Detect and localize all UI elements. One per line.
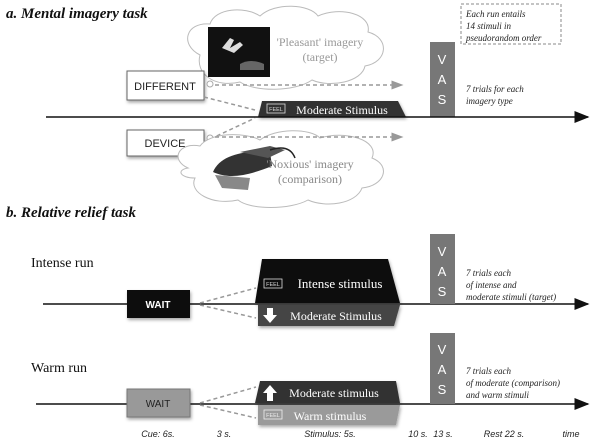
label-3s: 3 s. bbox=[217, 429, 232, 439]
svg-text:WAIT: WAIT bbox=[146, 399, 171, 410]
svg-text:DEVICE: DEVICE bbox=[145, 138, 186, 150]
warm-run-stimuli: Moderate stimulus FEEL Warm stimulus bbox=[255, 381, 400, 425]
wait-warm: WAIT bbox=[126, 388, 191, 418]
svg-text:V: V bbox=[438, 342, 447, 357]
wait-intense: WAIT bbox=[127, 290, 190, 318]
trials-note-warm-2: of moderate (comparison) bbox=[466, 378, 560, 388]
svg-text:'Noxious' imagery: 'Noxious' imagery bbox=[266, 157, 353, 171]
label-time: time bbox=[562, 429, 579, 439]
label-rest: Rest 22 s. bbox=[484, 429, 525, 439]
trials-note-warm: 7 trials each bbox=[466, 366, 511, 376]
intense-run-stimuli: FEEL Intense stimulus Moderate Stimulus bbox=[255, 259, 400, 326]
timeline-labels: Cue: 6s. 3 s. Stimulus: 5s. 10 s. 13 s. … bbox=[141, 429, 579, 439]
cue-different: DIFFERENT bbox=[126, 70, 214, 101]
svg-text:Each run entails: Each run entails bbox=[465, 9, 526, 19]
intense-run-label: Intense run bbox=[31, 256, 94, 271]
warm-run-label: Warm run bbox=[31, 361, 87, 376]
label-cue: Cue: 6s. bbox=[141, 429, 175, 439]
svg-text:A: A bbox=[438, 264, 447, 279]
label-13s: 13 s. bbox=[433, 429, 453, 439]
svg-text:S: S bbox=[438, 92, 447, 107]
pleasant-imagery-cloud: 'Pleasant' imagery (target) bbox=[187, 5, 404, 90]
svg-text:S: S bbox=[438, 284, 447, 299]
svg-text:FEEL: FEEL bbox=[269, 107, 283, 113]
vas-a: V A S bbox=[430, 42, 455, 117]
svg-text:A: A bbox=[438, 72, 447, 87]
panel-b-title: b. Relative relief task bbox=[6, 205, 136, 221]
svg-text:DIFFERENT: DIFFERENT bbox=[134, 81, 196, 93]
trials-note-a-2: imagery type bbox=[466, 96, 513, 106]
svg-text:V: V bbox=[438, 244, 447, 259]
svg-text:'Pleasant' imagery: 'Pleasant' imagery bbox=[277, 35, 364, 49]
svg-text:Warm stimulus: Warm stimulus bbox=[294, 409, 367, 423]
trials-note-intense-2: of intense and bbox=[466, 280, 517, 290]
label-10s: 10 s. bbox=[408, 429, 428, 439]
svg-text:WAIT: WAIT bbox=[146, 300, 171, 311]
feel-icon bbox=[263, 278, 283, 289]
noxious-imagery-cloud: 'Noxious' imagery (comparison) bbox=[177, 130, 404, 208]
svg-text:(target): (target) bbox=[302, 50, 337, 64]
arrow-up-icon bbox=[263, 385, 277, 401]
svg-text:14 stimuli in: 14 stimuli in bbox=[466, 21, 512, 31]
label-stimulus: Stimulus: 5s. bbox=[304, 429, 356, 439]
vas-warm: V A S bbox=[430, 333, 455, 404]
vas-intense: V A S bbox=[430, 234, 455, 304]
svg-text:Moderate Stimulus: Moderate Stimulus bbox=[296, 103, 388, 117]
feel-icon bbox=[266, 103, 286, 114]
trials-note-a: 7 trials for each bbox=[466, 84, 524, 94]
trials-note-intense: 7 trials each bbox=[466, 268, 511, 278]
svg-text:Moderate Stimulus: Moderate Stimulus bbox=[290, 309, 382, 323]
stimulus-moderate-a: FEEL Moderate Stimulus bbox=[258, 101, 406, 117]
feel-icon bbox=[263, 409, 283, 420]
trials-note-intense-3: moderate stimuli (target) bbox=[466, 292, 556, 302]
svg-text:FEEL: FEEL bbox=[266, 282, 280, 288]
trials-note-warm-3: and warm stimuli bbox=[466, 390, 530, 400]
svg-text:S: S bbox=[438, 382, 447, 397]
svg-text:(comparison): (comparison) bbox=[278, 172, 342, 186]
svg-text:pseudorandom order: pseudorandom order bbox=[465, 33, 542, 43]
svg-text:V: V bbox=[438, 52, 447, 67]
svg-text:Moderate stimulus: Moderate stimulus bbox=[289, 386, 379, 400]
svg-text:FEEL: FEEL bbox=[266, 413, 280, 419]
note-box: Each run entails 14 stimuli in pseudoran… bbox=[460, 3, 562, 45]
svg-text:Intense stimulus: Intense stimulus bbox=[298, 276, 383, 291]
svg-text:A: A bbox=[438, 362, 447, 377]
panel-a-title: a. Mental imagery task bbox=[6, 6, 148, 22]
thermode-device-icon bbox=[213, 146, 296, 190]
arrow-down-icon bbox=[263, 308, 277, 323]
